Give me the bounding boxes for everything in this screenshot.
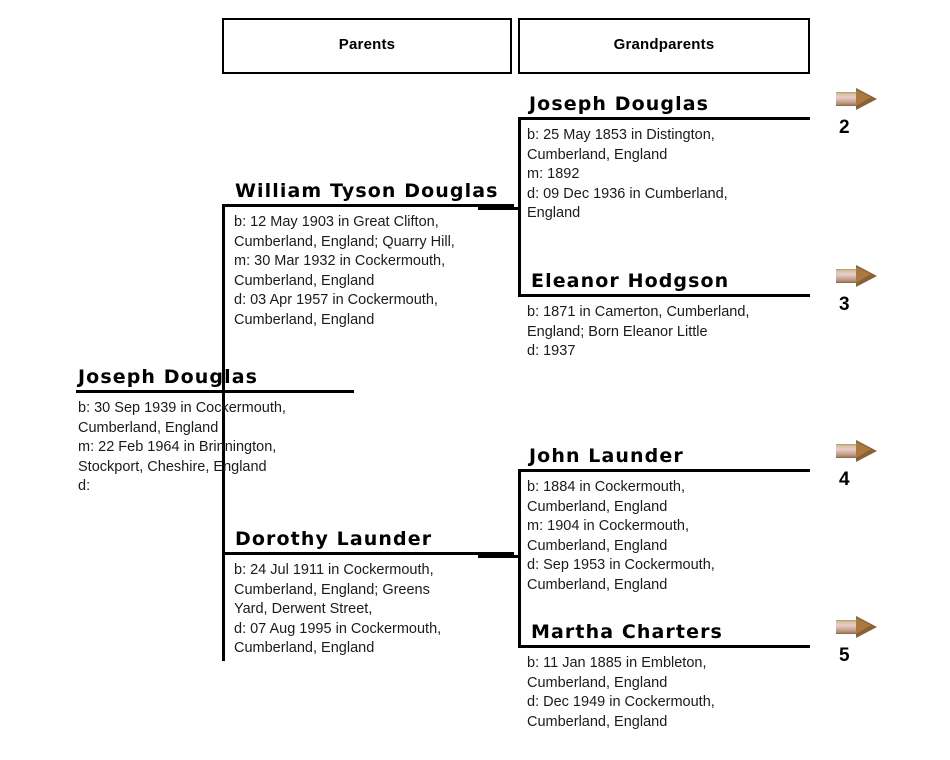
person-details-maternal-grandfather: b: 1884 in Cockermouth, Cumberland, Engl…	[518, 469, 810, 597]
reference-number: 3	[839, 294, 850, 315]
detail-line: Cumberland, England	[527, 674, 668, 691]
right-arrow-icon[interactable]	[836, 265, 878, 287]
person-card-paternal-grandmother[interactable]: Eleanor Hodgson b: 1871 in Camerton, Cum…	[518, 270, 810, 364]
person-name-father: William Tyson Douglas	[235, 180, 499, 202]
arrow-head-highlight	[856, 267, 871, 283]
detail-line: m: 1904 in Cockermouth,	[527, 518, 689, 534]
detail-line: b: 25 May 1853 in Distington,	[527, 127, 715, 143]
column-header-grandparents: Grandparents	[518, 18, 810, 74]
connector-horizontal-to-father	[478, 207, 520, 210]
column-header-grandparents-label: Grandparents	[613, 36, 715, 53]
reference-3[interactable]: 3	[836, 265, 900, 316]
connector-vertical-maternal	[518, 470, 521, 648]
arrow-head-highlight	[856, 442, 871, 458]
detail-line: b: 24 Jul 1911 in Cockermouth,	[234, 562, 434, 578]
detail-line: Yard, Derwent Street,	[234, 601, 373, 617]
person-name-mother: Dorothy Launder	[235, 528, 433, 550]
detail-line: Cumberland, England	[78, 419, 219, 436]
reference-5[interactable]: 5	[836, 616, 900, 667]
detail-line: d: Sep 1953 in Cockermouth,	[527, 557, 715, 573]
detail-line: d: 07 Aug 1995 in Cockermouth,	[234, 620, 442, 637]
detail-line: b: 30 Sep 1939 in Cockermouth,	[78, 400, 286, 416]
connector-vertical-parents	[222, 207, 225, 555]
detail-line: Cumberland, England; Greens	[234, 581, 430, 598]
reference-number: 5	[839, 645, 850, 666]
detail-line: Cumberland, England	[527, 537, 668, 554]
person-details-mother: b: 24 Jul 1911 in Cockermouth, Cumberlan…	[222, 552, 514, 661]
detail-line: m: 30 Mar 1932 in Cockermouth,	[234, 253, 446, 269]
detail-line: Cumberland, England	[234, 311, 375, 328]
detail-line: d:	[78, 478, 91, 494]
detail-line: b: 11 Jan 1885 in Embleton,	[527, 655, 707, 671]
reference-2[interactable]: 2	[836, 88, 900, 139]
detail-line: Cumberland, England	[527, 576, 668, 593]
person-card-maternal-grandfather[interactable]: John Launder b: 1884 in Cockermouth, Cum…	[518, 445, 810, 597]
detail-line: d: Dec 1949 in Cockermouth,	[527, 694, 715, 710]
detail-line: Cumberland, England	[234, 272, 375, 289]
person-card-father[interactable]: William Tyson Douglas b: 12 May 1903 in …	[222, 180, 514, 332]
detail-line: Cumberland, England	[527, 146, 668, 163]
detail-line: Stockport, Cheshire, England	[78, 458, 267, 475]
person-details-paternal-grandfather: b: 25 May 1853 in Distington, Cumberland…	[518, 117, 810, 226]
person-card-paternal-grandfather[interactable]: Joseph Douglas b: 25 May 1853 in Disting…	[518, 93, 810, 226]
person-name-maternal-grandfather: John Launder	[529, 445, 684, 467]
person-name-paternal-grandmother: Eleanor Hodgson	[531, 270, 730, 292]
detail-line: Cumberland, England; Quarry Hill,	[234, 233, 455, 250]
detail-line: m: 22 Feb 1964 in Brinnington,	[78, 439, 277, 455]
detail-line: Cumberland, England	[527, 713, 668, 730]
detail-line: b: 1884 in Cockermouth,	[527, 479, 685, 495]
detail-line: b: 1871 in Camerton, Cumberland,	[527, 304, 750, 320]
person-details-father: b: 12 May 1903 in Great Clifton, Cumberl…	[222, 204, 514, 332]
connector-horizontal-to-mother	[478, 555, 520, 558]
person-details-paternal-grandmother: b: 1871 in Camerton, Cumberland, England…	[518, 294, 810, 364]
column-header-parents: Parents	[222, 18, 512, 74]
person-name-maternal-grandmother: Martha Charters	[531, 621, 723, 643]
detail-line: b: 12 May 1903 in Great Clifton,	[234, 214, 439, 230]
right-arrow-icon[interactable]	[836, 616, 878, 638]
arrow-head-highlight	[856, 618, 871, 634]
arrow-shaft	[836, 269, 858, 283]
reference-4[interactable]: 4	[836, 440, 900, 491]
person-details-root: b: 30 Sep 1939 in Cockermouth, Cumberlan…	[76, 390, 354, 499]
arrow-shaft	[836, 92, 858, 106]
detail-line: Cumberland, England	[527, 498, 668, 515]
person-details-maternal-grandmother: b: 11 Jan 1885 in Embleton, Cumberland, …	[518, 645, 810, 734]
column-header-parents-label: Parents	[338, 36, 396, 53]
reference-number: 2	[839, 117, 850, 138]
person-name-paternal-grandfather: Joseph Douglas	[529, 93, 710, 115]
person-card-root[interactable]: Joseph Douglas b: 30 Sep 1939 in Cockerm…	[76, 366, 354, 499]
detail-line: d: 09 Dec 1936 in Cumberland,	[527, 185, 728, 202]
card-left-rule	[518, 621, 521, 648]
detail-line: England	[527, 205, 581, 221]
arrow-head-highlight	[856, 90, 871, 106]
detail-line: d: 03 Apr 1957 in Cockermouth,	[234, 292, 438, 308]
detail-line: England; Born Eleanor Little	[527, 323, 708, 340]
reference-number: 4	[839, 469, 850, 490]
person-card-maternal-grandmother[interactable]: Martha Charters b: 11 Jan 1885 in Emblet…	[518, 621, 810, 734]
card-left-rule	[518, 270, 521, 297]
right-arrow-icon[interactable]	[836, 440, 878, 462]
detail-line: d: 1937	[527, 343, 576, 359]
person-name-root: Joseph Douglas	[78, 366, 259, 388]
arrow-shaft	[836, 444, 858, 458]
detail-line: m: 1892	[527, 166, 580, 182]
arrow-shaft	[836, 620, 858, 634]
person-card-mother[interactable]: Dorothy Launder b: 24 Jul 1911 in Cocker…	[222, 528, 514, 661]
detail-line: Cumberland, England	[234, 640, 375, 656]
right-arrow-icon[interactable]	[836, 88, 878, 110]
